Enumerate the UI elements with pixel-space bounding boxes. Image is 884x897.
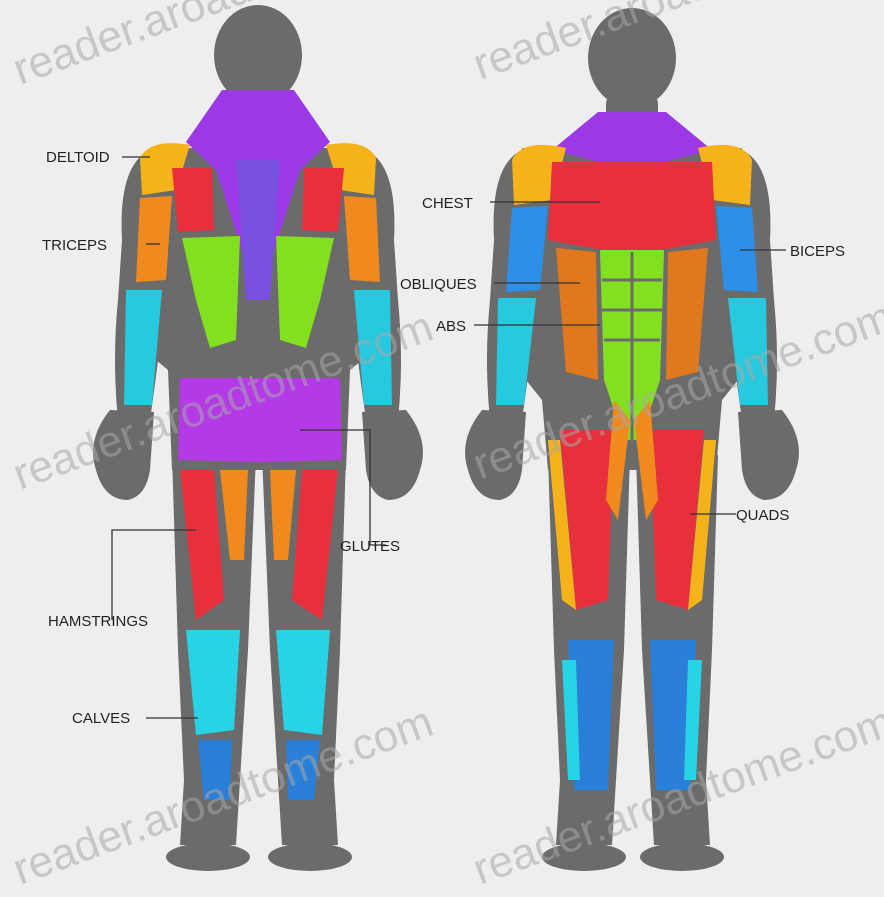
label-biceps: BICEPS	[790, 243, 845, 260]
label-calves: CALVES	[72, 710, 130, 727]
front-forearm-left	[496, 298, 536, 405]
label-hamstrings: HAMSTRINGS	[48, 613, 148, 630]
back-rear-delt-left	[172, 168, 214, 232]
label-abs: ABS	[436, 318, 466, 335]
back-rear-delt-right	[302, 168, 344, 232]
label-glutes: GLUTES	[340, 538, 400, 555]
watermark-2: reader.aroadtome.com	[467, 0, 884, 89]
label-deltoid: DELTOID	[46, 149, 110, 166]
label-quads: QUADS	[736, 507, 789, 524]
back-forearm-left	[124, 290, 162, 405]
front-chest	[548, 162, 716, 252]
back-calf-right	[276, 630, 330, 735]
back-triceps-left	[136, 196, 172, 282]
label-obliques: OBLIQUES	[400, 276, 477, 293]
back-triceps-right	[344, 196, 380, 282]
label-triceps: TRICEPS	[42, 237, 107, 254]
label-chest: CHEST	[422, 195, 473, 212]
